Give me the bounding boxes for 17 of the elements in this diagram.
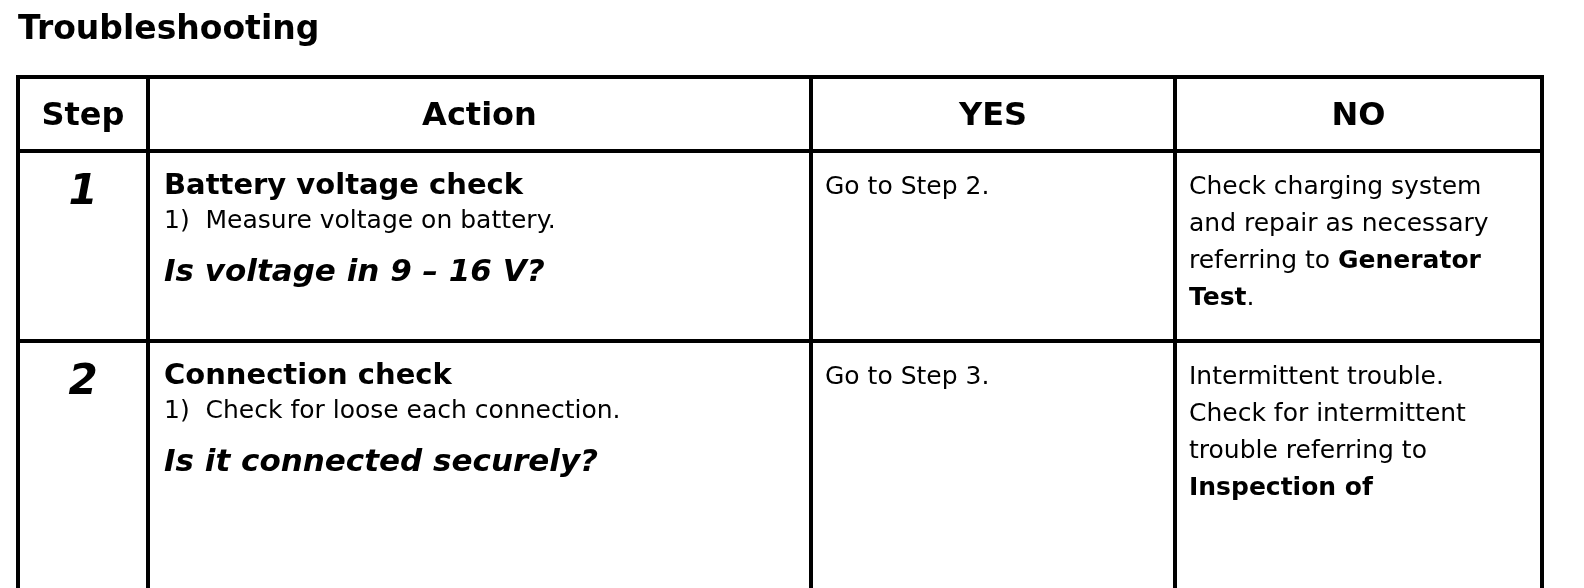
column-header: Step [41, 95, 125, 133]
result-text: Go to Step 3. [825, 360, 990, 392]
result-text: Go to Step 2. [825, 170, 990, 202]
result-text: Intermittent trouble. Check for intermittent trouble referring to Inspection of [1189, 360, 1467, 503]
instruction-text: 1) Check for loose each connection. [164, 395, 621, 424]
step-title: Battery voltage check [164, 167, 524, 201]
column-header: Action [422, 95, 537, 133]
column-header: YES [958, 95, 1028, 133]
step-number: 2 [68, 355, 98, 404]
question-text: Is it connected securely? [164, 442, 599, 478]
step-number: 1 [68, 165, 98, 214]
column-header: NO [1331, 95, 1386, 133]
result-text: Check charging system and repair as necessary referring to Generator Test. [1189, 170, 1490, 313]
step-title: Connection check [164, 357, 452, 391]
instruction-text: 1) Measure voltage on battery. [164, 205, 556, 234]
page-title: Troubleshooting [18, 8, 320, 47]
question-text: Is voltage in 9 – 16 V? [164, 252, 545, 288]
